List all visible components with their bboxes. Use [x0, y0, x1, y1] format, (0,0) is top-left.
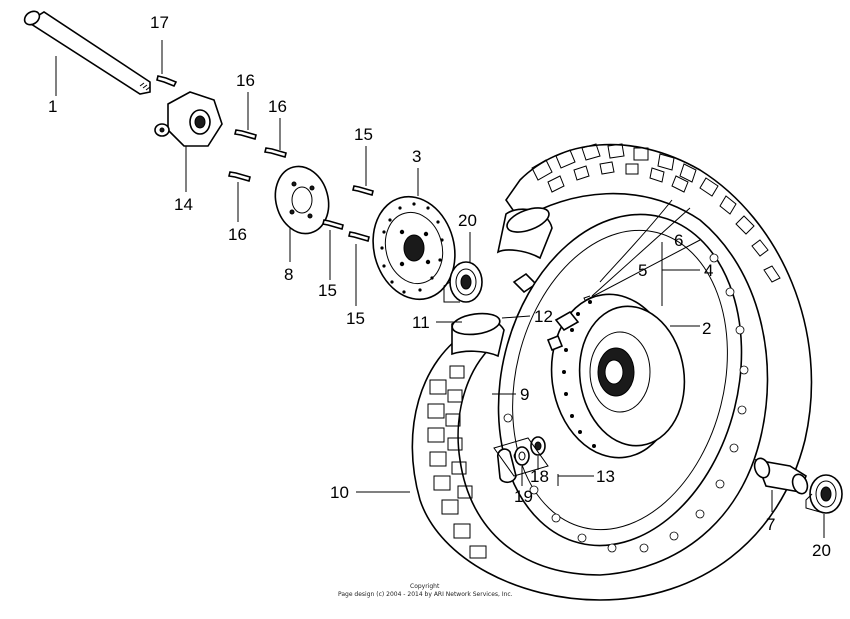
callout-12: 12 — [534, 307, 553, 326]
callout-19: 19 — [514, 487, 533, 506]
callout-16: 16 — [268, 97, 287, 116]
callout-10: 10 — [330, 483, 349, 502]
callout-2: 2 — [702, 319, 711, 338]
spacer — [753, 457, 809, 495]
copyright-line-1: Copyright — [410, 583, 440, 590]
callout-5: 5 — [638, 261, 647, 280]
bearing-right — [805, 474, 843, 514]
callout-15: 15 — [318, 281, 337, 300]
callout-8: 8 — [284, 265, 293, 284]
leader-lines — [55, 40, 825, 538]
copyright-notice: Copyright Page design (c) 2004 - 2014 by… — [338, 583, 513, 598]
callout-17: 17 — [150, 13, 169, 32]
screw-16 — [228, 129, 287, 182]
tire — [411, 143, 813, 601]
speedometer-gearbox — [154, 91, 223, 147]
bolt-15 — [322, 185, 374, 242]
callout-13: 13 — [596, 467, 615, 486]
callout-1: 1 — [48, 97, 57, 116]
callout-7: 7 — [766, 515, 775, 534]
hub — [546, 293, 686, 459]
callout-4: 4 — [704, 261, 713, 280]
brake-disc — [372, 195, 456, 301]
axle — [23, 10, 151, 95]
callout-16: 16 — [228, 225, 247, 244]
callout-15: 15 — [354, 125, 373, 144]
callout-9: 9 — [520, 385, 529, 404]
callout-15: 15 — [346, 309, 365, 328]
bolt-17 — [156, 75, 178, 88]
copyright-line-2: Page design (c) 2004 - 2014 by ARI Netwo… — [338, 591, 513, 598]
callout-3: 3 — [412, 147, 421, 166]
hub-cover — [274, 165, 330, 235]
callout-14: 14 — [174, 195, 193, 214]
callout-20: 20 — [812, 541, 831, 560]
spokes — [583, 199, 701, 303]
callout-18: 18 — [530, 467, 549, 486]
callout-labels: 1 17 14 16 16 16 8 15 15 15 3 20 11 12 9… — [48, 13, 831, 560]
bearing-left — [443, 261, 483, 303]
dust-seal-and-collar — [493, 436, 549, 484]
callout-16: 16 — [236, 71, 255, 90]
callout-6: 6 — [674, 231, 683, 250]
callout-20: 20 — [458, 211, 477, 230]
callout-11: 11 — [412, 313, 430, 332]
